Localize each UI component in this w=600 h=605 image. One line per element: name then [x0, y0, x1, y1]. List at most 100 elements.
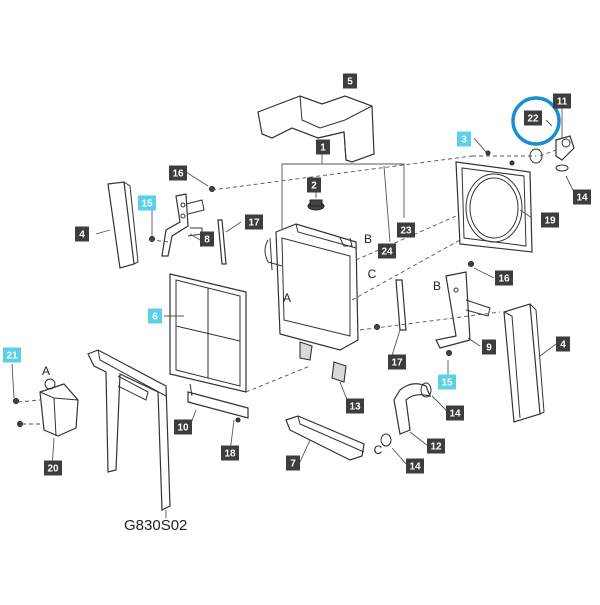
- callout-label-22: 22: [524, 110, 542, 126]
- reference-letter-B1: B: [364, 232, 372, 246]
- part-14-clamp-lower: [380, 433, 392, 447]
- callout-box: [3, 347, 21, 363]
- callout-box: [286, 455, 300, 471]
- callout-label-16b: 16: [495, 270, 513, 286]
- callout-box: [573, 189, 591, 205]
- callout-label-14a: 14: [573, 189, 591, 205]
- callout-box: [495, 270, 513, 286]
- callout-box: [556, 336, 570, 352]
- reference-letter-A1: A: [283, 291, 291, 305]
- callout-number: 19: [544, 216, 556, 227]
- part-7-lower-seal: [285, 415, 365, 461]
- callout-box: [438, 374, 456, 390]
- callout-number: 5: [347, 77, 353, 88]
- callout-label-12: 12: [427, 438, 445, 454]
- callout-box: [482, 339, 496, 355]
- part-10-bottom-rail: [187, 383, 249, 423]
- reference-letter-C1: C: [368, 267, 377, 281]
- callout-box: [75, 226, 89, 242]
- callout-box: [316, 139, 330, 155]
- callout-label-3: 3: [457, 131, 471, 147]
- callout-box: [553, 93, 571, 109]
- callout-label-10: 10: [174, 419, 192, 435]
- callout-label-8: 8: [200, 231, 214, 247]
- callout-number: 14: [449, 409, 461, 420]
- callout-number: 17: [248, 218, 260, 229]
- callout-label-5: 5: [343, 73, 357, 89]
- callout-box: [446, 405, 464, 421]
- part-12-lower-hose: [393, 382, 432, 435]
- callout-box: [378, 243, 396, 259]
- bolts: [13, 150, 515, 427]
- part-20-reservoir-frame: [87, 349, 171, 511]
- part-6-radiator-screen: [169, 273, 247, 393]
- callout-number: 4: [79, 230, 85, 241]
- callout-number: 7: [290, 459, 296, 470]
- callout-label-4a: 4: [75, 226, 89, 242]
- callout-number: 15: [141, 199, 153, 210]
- callout-box: [245, 214, 263, 230]
- callout-number: 8: [204, 235, 210, 246]
- part-19-fan-shroud: [455, 161, 533, 253]
- callout-box: [457, 131, 471, 147]
- part-8-left-bracket: [161, 193, 205, 257]
- callout-label-2: 2: [307, 177, 321, 193]
- callout-number: 17: [391, 358, 403, 369]
- callout-label-17a: 17: [245, 214, 263, 230]
- part-17-left-rod: [217, 219, 227, 265]
- callout-number: 4: [560, 340, 566, 351]
- callout-box: [138, 195, 156, 211]
- callout-number: 18: [224, 449, 236, 460]
- callout-label-14b: 14: [446, 405, 464, 421]
- callout-number: 6: [152, 312, 158, 323]
- diagram-code: G830S02: [124, 517, 187, 534]
- callout-number: 21: [6, 351, 18, 362]
- callout-number: 15: [441, 378, 453, 389]
- callout-box: [169, 165, 187, 181]
- highlight-circle-part-22: [511, 96, 561, 146]
- callout-box: [388, 354, 406, 370]
- callout-label-17b: 17: [388, 354, 406, 370]
- callout-box: [541, 212, 559, 228]
- callout-box: [397, 222, 415, 238]
- part-4-right-side-panel: [503, 303, 545, 423]
- part-11-fitting: [555, 135, 575, 161]
- callout-label-14c: 14: [406, 458, 424, 474]
- callout-number: 23: [400, 226, 412, 237]
- callout-label-15b: 15: [438, 374, 456, 390]
- callout-label-1: 1: [316, 139, 330, 155]
- callout-box: [44, 460, 62, 476]
- callout-box: [524, 110, 542, 126]
- callout-box: [343, 73, 357, 89]
- part-1-radiator: [264, 223, 359, 383]
- callout-label-9: 9: [482, 339, 496, 355]
- callout-number: 14: [409, 462, 421, 473]
- callout-number: 2: [311, 181, 317, 192]
- callout-number: 12: [430, 442, 442, 453]
- part-14-plug-top: [555, 164, 569, 172]
- callout-label-15a: 15: [138, 195, 156, 211]
- callout-label-16a: 16: [169, 165, 187, 181]
- callout-box: [307, 177, 321, 193]
- part-5-top-duct: [257, 95, 375, 163]
- callout-box: [427, 438, 445, 454]
- part-2-radiator-cap: [307, 199, 325, 211]
- callout-number: 1: [320, 143, 326, 154]
- callout-label-11: 11: [553, 93, 571, 109]
- callout-label-18: 18: [221, 445, 239, 461]
- callout-number: 24: [381, 247, 393, 258]
- callout-number: 10: [177, 423, 189, 434]
- callout-number: 11: [557, 97, 568, 108]
- callout-number: 22: [527, 114, 539, 125]
- part-17-right-rod: [395, 279, 407, 331]
- callout-number: 9: [486, 343, 492, 354]
- callout-label-19: 19: [541, 212, 559, 228]
- callout-label-6: 6: [148, 308, 162, 324]
- reference-letter-A2: A: [42, 364, 50, 378]
- callout-label-21: 21: [3, 347, 21, 363]
- callout-label-4b: 4: [556, 336, 570, 352]
- part-4-left-side-panel: [107, 181, 139, 269]
